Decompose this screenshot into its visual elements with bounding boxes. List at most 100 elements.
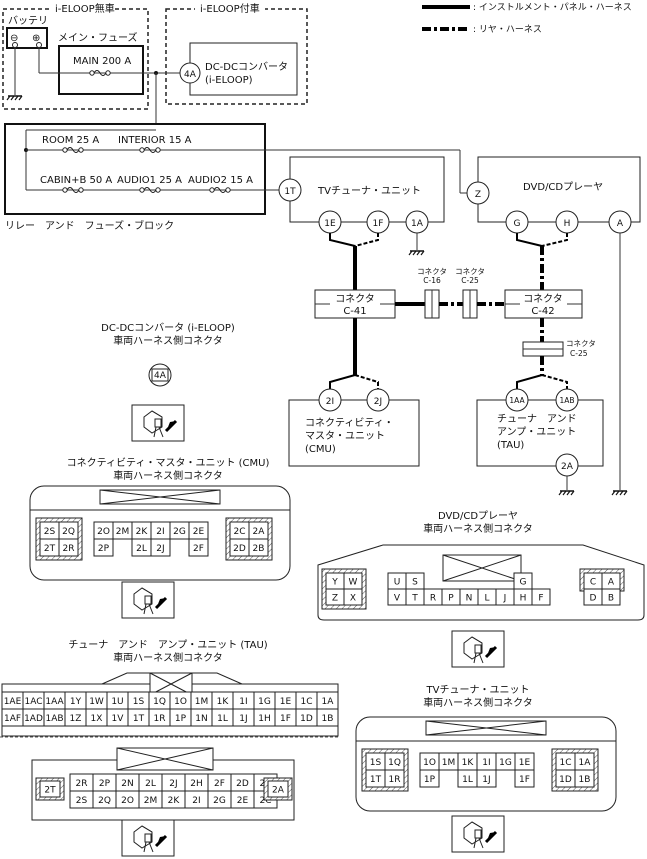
pin-label: J (503, 594, 507, 604)
pin-label: 2N (121, 779, 133, 789)
terminal-2i (318, 388, 342, 412)
pin-label: 2D (233, 544, 246, 554)
pin-label: 2P (99, 779, 111, 789)
pin-label: 1H (258, 714, 271, 724)
dcdc-converter-box (189, 42, 298, 96)
pin-label: 1L (217, 714, 228, 724)
pin-label: W (349, 578, 358, 588)
pin-label: 2I (192, 796, 200, 806)
pin-label: A (608, 578, 615, 588)
pin-label: 1A (322, 697, 335, 707)
pin-label: 1K (217, 697, 230, 707)
svg-text:2I: 2I (326, 397, 334, 407)
pin-label: 1R (389, 775, 401, 785)
fuse-interior-label: INTERIOR 15 A (118, 135, 192, 146)
connector-pin (343, 588, 363, 606)
pin-label: R (430, 594, 436, 604)
pin-label: Z (332, 594, 338, 604)
pin-label: 1G (258, 697, 271, 707)
fuse-audio1-label: AUDIO1 25 A (117, 175, 182, 186)
pin-label: 1S (370, 758, 382, 768)
fuse-room-label: ROOM 25 A (42, 135, 99, 146)
pin-label: 1AB (45, 714, 63, 724)
pin-label: 2A (272, 786, 285, 796)
svg-text:C-41: C-41 (343, 306, 366, 317)
pin-label: L (484, 594, 489, 604)
svg-text:G: G (514, 219, 521, 229)
pin-label: 1I (239, 697, 247, 707)
legend-rear-harness-label: : リヤ・ハーネス (473, 24, 542, 35)
relay-fuse-block-label: リレー アンド フューズ・ブロック (5, 219, 174, 232)
pin-label: 2J (156, 544, 164, 554)
pin-label: N (466, 594, 473, 604)
pin-label: 2C (233, 527, 245, 537)
pin-label: 2B (253, 544, 265, 554)
pin-label: 1G (499, 758, 512, 768)
pin-label: U (394, 578, 401, 588)
svg-text:マスタ・ユニット: マスタ・ユニット (305, 430, 385, 442)
svg-text:1F: 1F (373, 219, 384, 229)
pin-label: 2P (98, 544, 110, 554)
pin-label: 2Q (98, 796, 111, 806)
pin-label: 2T (44, 544, 56, 554)
svg-text:車両ハーネス側コネクタ: 車両ハーネス側コネクタ (423, 522, 533, 535)
svg-text:1AB: 1AB (559, 396, 574, 405)
dcdc-connector-title: DC-DCコンバータ (i-ELOOP) (101, 322, 235, 334)
pin-label: 1O (423, 758, 436, 768)
connector-pin (39, 780, 61, 798)
pin-label: 1T (133, 714, 145, 724)
pin-label: 2F (214, 779, 225, 789)
pin-label: 1M (195, 697, 209, 707)
pin-label: 2G (173, 527, 186, 537)
pin-label: 2L (145, 779, 156, 789)
pin-label: 2C (259, 796, 271, 806)
pin-label: 2J (169, 779, 177, 789)
terminal-1t (278, 178, 302, 202)
tv-tuner-label: TVチューナ・ユニット (317, 185, 421, 197)
pin-label: Y (331, 578, 338, 588)
svg-text:1E: 1E (324, 219, 336, 229)
connector-pin (419, 769, 440, 788)
fuse-audio2-label: AUDIO2 15 A (188, 175, 253, 186)
pin-label: 1AD (24, 714, 43, 724)
harness-view-icon (450, 629, 506, 669)
pin-label: 1B (322, 714, 334, 724)
svg-text:コネクタ: コネクタ (566, 339, 596, 348)
pin-label: 2O (121, 796, 134, 806)
pin-label: 2T (44, 786, 56, 796)
pin-label: 1AE (4, 697, 22, 707)
tau-connector-title: チューナ アンド アンプ・ユニット (TAU) (68, 639, 267, 651)
pin-label: 2S (76, 796, 88, 806)
svg-text:車両ハーネス側コネクタ: 車両ハーネス側コネクタ (423, 696, 533, 709)
pin-label: 1C (300, 697, 312, 707)
pin-label: B (608, 594, 614, 604)
svg-text:2A: 2A (561, 462, 574, 472)
svg-text:車両ハーネス側コネクタ: 車両ハーネス側コネクタ (113, 334, 223, 347)
dcdc-label: DC-DCコンバータ (205, 61, 288, 73)
connector-pin (574, 769, 595, 788)
connector-pin (150, 538, 171, 557)
pin-label: T (411, 594, 418, 604)
pin-label: 1O (174, 697, 187, 707)
svg-text:C-16: C-16 (423, 276, 441, 285)
pin-label: 1R (154, 714, 166, 724)
harness-view-icon (120, 818, 176, 858)
svg-text:(i-ELOOP): (i-ELOOP) (205, 75, 253, 86)
pin-label: 2D (236, 779, 249, 789)
battery-plus-icon: ⊕ (32, 33, 40, 44)
pin-label: 1I (482, 758, 490, 768)
pin-label: F (538, 594, 543, 604)
svg-text:車両ハーネス側コネクタ: 車両ハーネス側コネクタ (113, 651, 223, 664)
no-eloop-label: i-ELOOP無車 (55, 2, 115, 15)
harness-view-icon (130, 403, 186, 443)
pin-label: 2S (44, 527, 56, 537)
pin-label: X (350, 594, 356, 604)
pin-label: 1U (111, 697, 123, 707)
tau-connector-2-face: 2T2R2P2N2L2J2H2F2D2B2S2Q2O2M2K2I2G2E2C2A (31, 747, 295, 821)
pin-label: 1J (239, 714, 247, 724)
pin-label: 1P (175, 714, 187, 724)
pin-label: C (590, 578, 596, 588)
pin-label: 1L (462, 775, 473, 785)
